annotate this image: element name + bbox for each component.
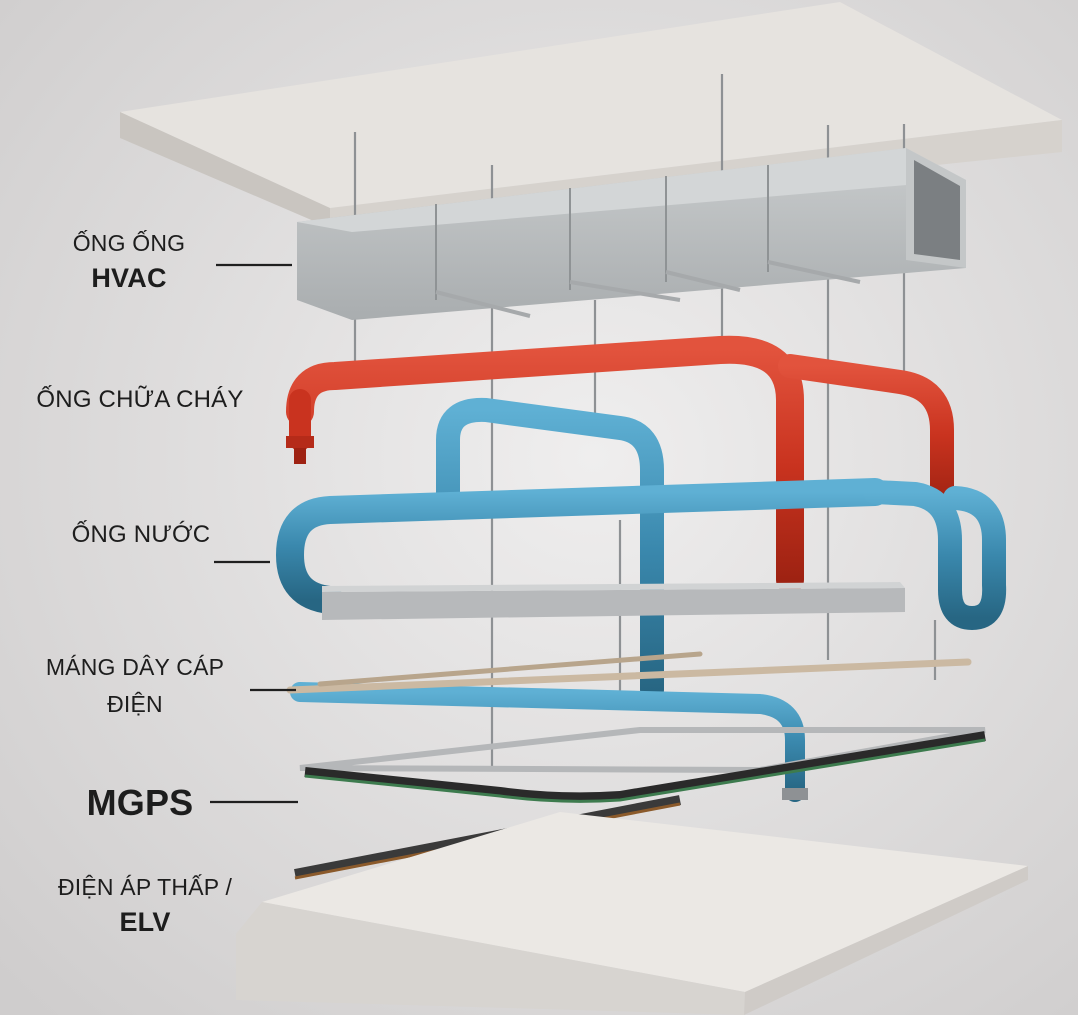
label-mgps: MGPS <box>86 782 194 823</box>
label-cable-tray-line2: ĐIỆN <box>107 691 163 717</box>
cable-tray <box>322 582 905 620</box>
label-water-pipe: ỐNG NƯỚC <box>71 521 211 548</box>
label-cable-tray-line1: MÁNG DÂY CÁP <box>45 654 225 680</box>
fire-pipe <box>286 335 954 594</box>
label-hvac-line1: ỐNG ỐNG <box>72 230 186 256</box>
leader-lines <box>210 263 298 804</box>
hvac-duct <box>297 148 966 320</box>
label-hvac-line2: HVAC <box>91 263 167 293</box>
water-pipe <box>276 397 1007 802</box>
label-elv-line1: ĐIỆN ÁP THẤP / <box>57 874 233 900</box>
label-cable-tray: MÁNG DÂY CÁP ĐIỆN <box>30 654 240 718</box>
label-fire-pipe: ỐNG CHỮA CHÁY <box>36 386 244 413</box>
label-elv-line2: ELV <box>119 907 171 937</box>
label-elv: ĐIỆN ÁP THẤP / ELV <box>30 874 260 938</box>
mgps-pipes <box>286 651 972 694</box>
label-hvac: ỐNG ỐNG HVAC <box>54 230 204 294</box>
floor-slab <box>236 812 1028 1015</box>
